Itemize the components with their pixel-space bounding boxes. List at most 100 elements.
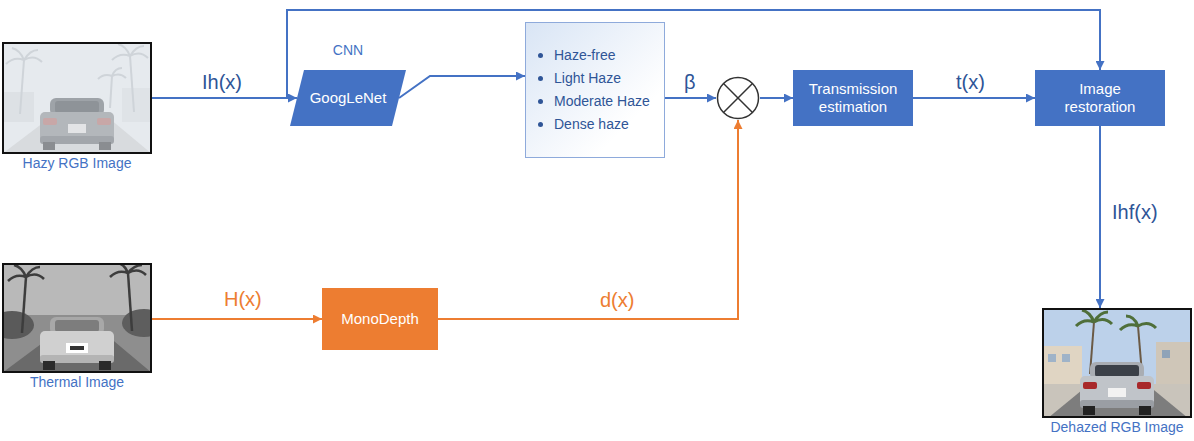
parallelogram-fill <box>290 70 406 126</box>
signal-label: H(x) <box>222 287 264 311</box>
heading-holder: CNN <box>290 42 406 59</box>
hazy-photo-part <box>6 44 148 114</box>
image-box: Thermal Image <box>2 263 152 373</box>
hazy-photo-part <box>55 101 99 113</box>
multiplier-symbol <box>716 76 760 120</box>
box-content: Transmission estimation <box>793 70 913 126</box>
dehazed-photo-part <box>1139 406 1151 415</box>
hazy-photo-part <box>43 142 55 150</box>
thermal-photo-part <box>99 361 111 370</box>
thermal-photo-part-part <box>110 263 146 277</box>
caption-holder: Thermal Image <box>30 374 124 391</box>
thermal-photo-part <box>2 311 34 339</box>
thermal-photo-part <box>70 346 84 350</box>
thermal-photo-part <box>66 343 88 353</box>
hazy-photo-part-part <box>110 76 112 108</box>
thermal-photo-part <box>43 361 55 370</box>
bullet-dot <box>538 122 543 127</box>
dehazed-photo <box>1042 308 1192 418</box>
dehazed-photo-part <box>1083 406 1095 415</box>
list-row: Haze-free <box>538 47 615 64</box>
thermal-photo-part <box>8 263 146 333</box>
list-row: Moderate Haze <box>538 93 650 110</box>
dehazed-photo-part <box>1156 342 1192 388</box>
thermal-photo-part <box>122 309 152 337</box>
box-content: MonoDepth <box>322 288 438 350</box>
hazy-photo-part <box>2 92 34 122</box>
image-box: Dehazed RGB Image <box>1042 308 1192 418</box>
hazy-photo-part <box>2 42 152 154</box>
multiplier-circle <box>716 76 760 120</box>
box-content: Haze-freeLight HazeModerate HazeDense ha… <box>526 23 664 157</box>
hazy-photo-part-part <box>130 56 134 112</box>
connector-arrow <box>399 76 525 98</box>
thermal-photo-part <box>55 320 99 332</box>
hazy-photo-part <box>43 118 57 125</box>
hazy-photo-part-part <box>6 48 42 64</box>
box-label: Image restoration <box>1055 80 1145 116</box>
box-label: MonoDepth <box>341 310 419 328</box>
connector-arrow <box>1099 126 1101 308</box>
signal-label: β <box>682 70 698 94</box>
multiplier-cross <box>724 84 753 113</box>
dehazed-photo-part <box>1062 354 1070 362</box>
dehazed-photo-part <box>1083 382 1097 389</box>
box-label: GoogLeNet <box>310 89 387 107</box>
box-label: Transmission estimation <box>809 80 898 116</box>
signal-label: d(x) <box>598 288 636 312</box>
dehazed-photo-part <box>1042 346 1082 388</box>
process-box: Image restoration <box>1035 70 1165 126</box>
signal-label: Ihf(x) <box>1110 200 1160 224</box>
class-label: Dense haze <box>554 116 629 133</box>
class-box: Haze-freeLight HazeModerate HazeDense ha… <box>525 22 665 158</box>
box-content: Image restoration <box>1035 70 1165 126</box>
signal-label: t(x) <box>954 70 987 94</box>
image-caption: Hazy RGB Image <box>23 155 132 172</box>
bullet-dot <box>538 76 543 81</box>
connector-arrow <box>665 97 716 99</box>
hazy-photo-part <box>68 124 86 133</box>
dehazed-photo-part <box>1137 382 1151 389</box>
thermal-photo-part <box>2 321 152 373</box>
process-box: MonoDepth <box>322 288 438 350</box>
class-label: Moderate Haze <box>554 93 650 110</box>
hazy-photo-part <box>122 88 152 122</box>
dehazed-photo-part <box>1076 310 1156 330</box>
connector-arrow <box>760 97 793 99</box>
signal-label: Ih(x) <box>200 70 244 94</box>
thermal-photo-part-part <box>8 265 44 281</box>
hazy-photo-part-part <box>112 44 148 60</box>
box-content: GoogLeNet <box>290 70 406 126</box>
dehazed-photo-part-part <box>1076 310 1112 326</box>
dehazed-photo-part <box>1162 350 1170 358</box>
thermal-photo-part-part <box>128 273 132 331</box>
dehazed-photo-part <box>1048 372 1188 418</box>
dehazed-photo-part <box>1048 354 1056 362</box>
caption-holder: Hazy RGB Image <box>23 155 132 172</box>
dehazed-photo-part-part <box>1120 316 1156 330</box>
list-row: Dense haze <box>538 116 629 133</box>
box-heading: CNN <box>290 42 406 59</box>
thermal-photo <box>2 263 152 373</box>
multiplier-cross <box>724 84 753 113</box>
image-box: Hazy RGB Image <box>2 42 152 154</box>
process-box: Transmission estimation <box>793 70 913 126</box>
image-caption: Dehazed RGB Image <box>1050 419 1183 436</box>
cnn-parallelogram: CNNGoogLeNet <box>290 70 406 126</box>
caption-holder: Dehazed RGB Image <box>1050 419 1183 436</box>
hazy-photo-part <box>99 142 111 150</box>
bullet-dot <box>538 99 543 104</box>
class-label: Light Haze <box>554 70 621 87</box>
bullet-dot <box>538 53 543 58</box>
image-caption: Thermal Image <box>30 374 124 391</box>
hazy-photo-part <box>97 118 111 125</box>
dehazed-photo-part <box>1108 388 1126 397</box>
hazy-photo <box>2 42 152 154</box>
multiplier-circle <box>718 78 759 119</box>
class-label: Haze-free <box>554 47 615 64</box>
connector-arrow <box>913 97 1035 99</box>
list-row: Light Haze <box>538 70 621 87</box>
hazy-photo-part-part <box>98 68 126 79</box>
thermal-photo-part-part <box>22 277 26 333</box>
